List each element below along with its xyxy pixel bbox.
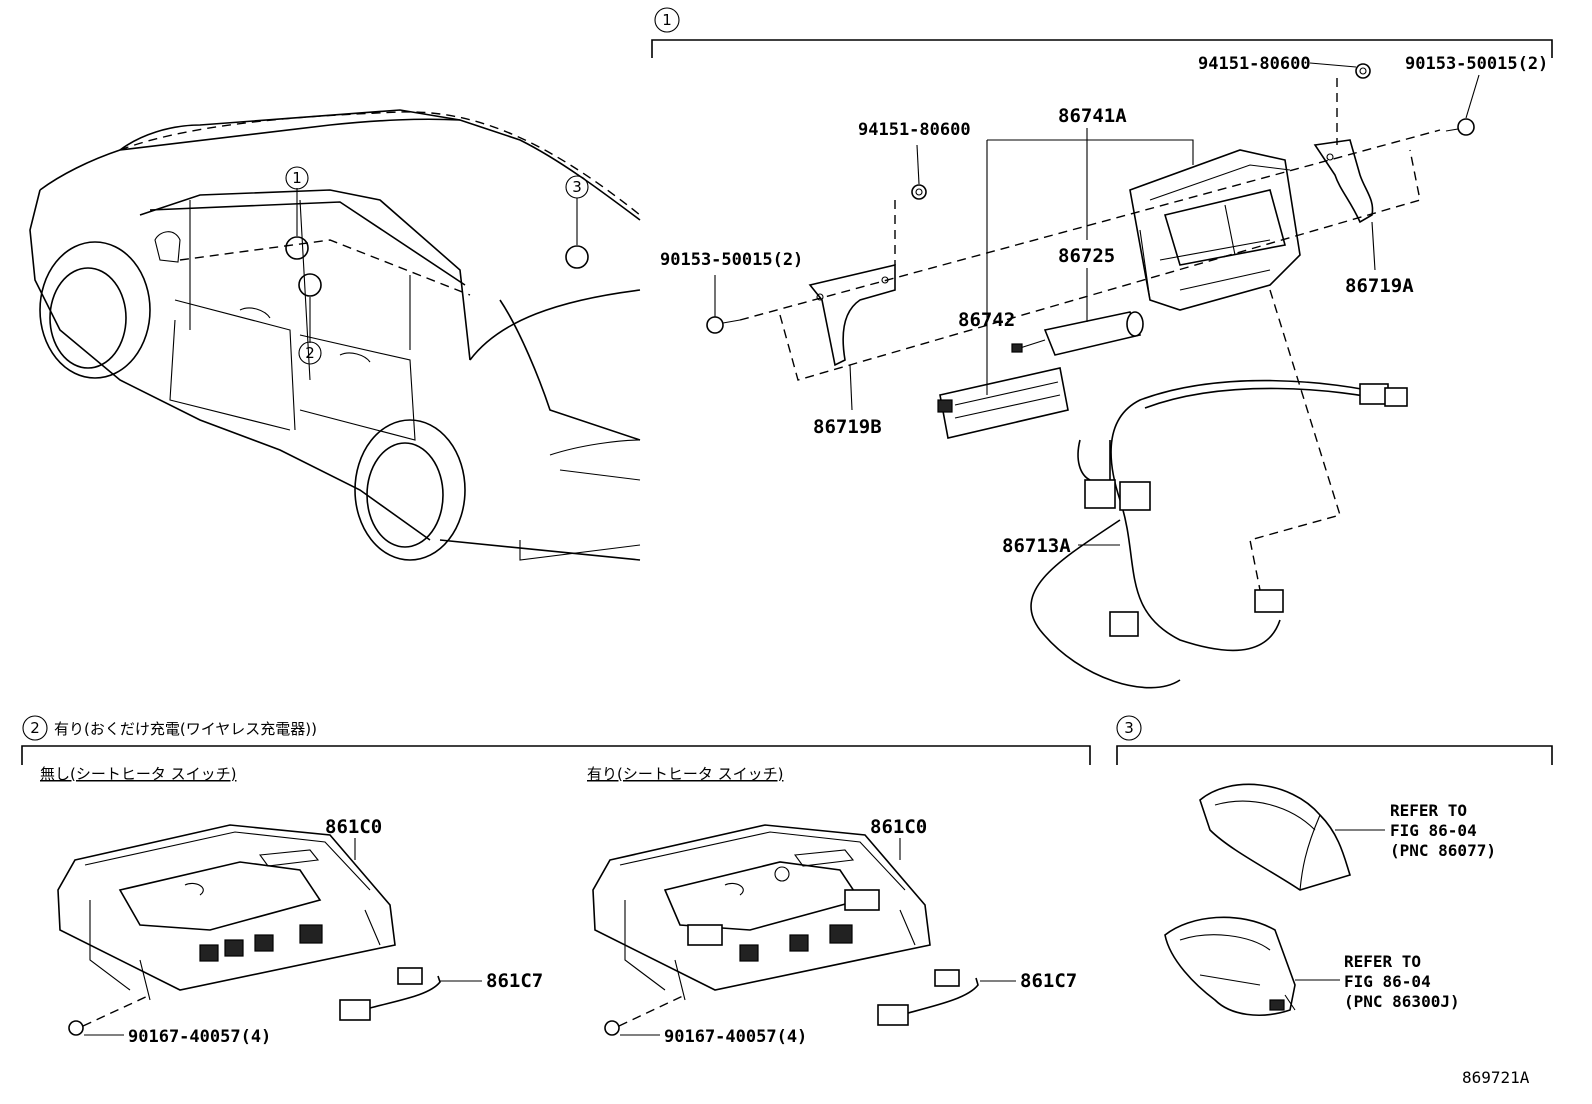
- nut-94151-right: [1355, 63, 1371, 79]
- battery-module: [1011, 311, 1144, 356]
- variant-label-without: 無し(シートヒータ スイッチ): [40, 765, 236, 783]
- label-861C7-right: 861C7: [1020, 970, 1077, 992]
- label-86725: 86725: [1058, 245, 1115, 267]
- label-90153-50015-right: 90153-50015(2): [1405, 54, 1548, 74]
- label-90153-50015-left: 90153-50015(2): [660, 250, 803, 270]
- car-marker-2: 2: [305, 344, 315, 362]
- ref1-line2: FIG 86-04: [1390, 821, 1477, 840]
- ref2-line2: FIG 86-04: [1344, 972, 1431, 991]
- label-86719B: 86719B: [813, 416, 882, 438]
- screw-90153-left: [706, 316, 741, 334]
- shark-fin-antenna: [1199, 783, 1352, 891]
- section-2: 2 有り(おくだけ充電(ワイヤレス充電器)) 無し(シートヒータ スイッチ): [21, 715, 1091, 1047]
- antenna-base: [1164, 916, 1296, 1016]
- bracket-86719B: [808, 263, 896, 367]
- gateway-unit: [1129, 149, 1301, 311]
- label-861C7-left: 861C7: [486, 970, 543, 992]
- label-94151-80600-left: 94151-80600: [858, 120, 971, 140]
- car-illustration: 1 2 3: [29, 109, 641, 561]
- figure-id: 869721A: [1462, 1068, 1530, 1087]
- module-86742: [937, 367, 1069, 439]
- section-3-number: 3: [1124, 719, 1134, 737]
- charger-variant-with-seat-heater: 有り(シートヒータ スイッチ) 861C0 861C7: [587, 765, 1077, 1047]
- label-90167-40057-left: 90167-40057(4): [128, 1027, 271, 1047]
- label-86741A: 86741A: [1058, 105, 1127, 127]
- ref2-line3: (PNC 86300J): [1344, 992, 1460, 1011]
- screw-90153-right: [1445, 118, 1475, 136]
- section-2-number: 2: [30, 719, 40, 737]
- section-1: 1: [651, 7, 1553, 689]
- ref1-line3: (PNC 86077): [1390, 841, 1496, 860]
- ref1-line1: REFER TO: [1390, 801, 1467, 820]
- section-2-title: 有り(おくだけ充電(ワイヤレス充電器)): [54, 720, 317, 738]
- car-marker-3: 3: [572, 178, 582, 196]
- wire-harness: [1030, 379, 1408, 689]
- label-861C0-left: 861C0: [325, 816, 382, 838]
- label-90167-40057-right: 90167-40057(4): [664, 1027, 807, 1047]
- section-3: 3 REFER TO FIG 86-04 (PNC 86077) REFER T…: [1116, 715, 1553, 1016]
- nut-94151-left: [911, 184, 927, 200]
- label-861C0-right: 861C0: [870, 816, 927, 838]
- label-86742: 86742: [958, 309, 1015, 331]
- charger-variant-without-seat-heater: 無し(シートヒータ スイッチ) 861C0 861C7 90167-4: [40, 765, 543, 1047]
- ref2-line1: REFER TO: [1344, 952, 1421, 971]
- label-86713A: 86713A: [1002, 535, 1071, 557]
- car-marker-1: 1: [292, 169, 302, 187]
- label-86719A: 86719A: [1345, 275, 1414, 297]
- bracket-86719A: [1313, 139, 1374, 224]
- label-94151-80600-top: 94151-80600: [1198, 54, 1311, 74]
- section-1-number: 1: [662, 11, 672, 29]
- variant-label-with: 有り(シートヒータ スイッチ): [587, 765, 783, 783]
